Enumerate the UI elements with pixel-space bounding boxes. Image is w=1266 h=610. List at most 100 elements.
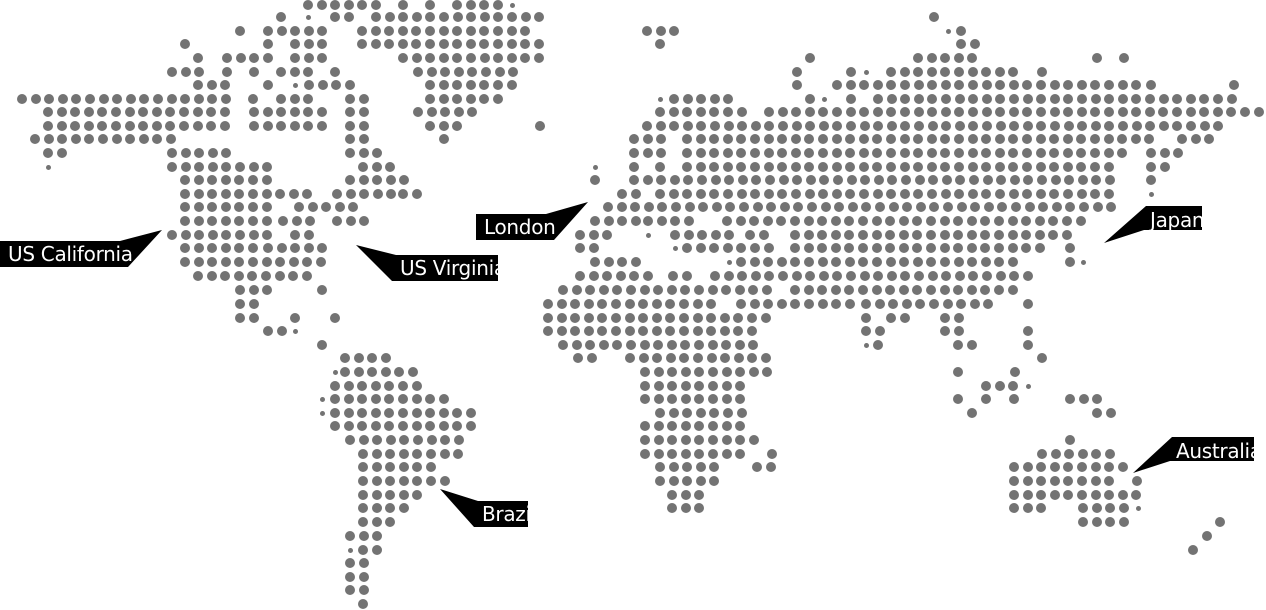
map-dot <box>194 230 204 240</box>
map-dot <box>262 202 272 212</box>
map-dot <box>681 367 691 377</box>
map-dot <box>766 462 776 472</box>
map-dot <box>611 299 621 309</box>
map-dot <box>739 202 749 212</box>
map-dot <box>750 162 760 172</box>
map-dot <box>534 12 544 22</box>
map-dot <box>640 340 650 350</box>
map-dot <box>669 94 679 104</box>
map-dot <box>398 408 408 418</box>
map-dot <box>873 340 883 350</box>
map-dot <box>221 189 231 199</box>
map-dot <box>1008 216 1018 226</box>
map-dot <box>57 107 67 117</box>
map-dot <box>682 462 692 472</box>
map-dot <box>346 189 356 199</box>
map-dot <box>1022 189 1032 199</box>
map-dot <box>111 107 121 117</box>
map-dot <box>995 80 1005 90</box>
map-dot <box>916 202 926 212</box>
map-dot <box>914 271 924 281</box>
map-dot <box>759 230 769 240</box>
map-dot <box>290 94 300 104</box>
map-dot <box>1049 148 1059 158</box>
map-dot <box>317 121 327 131</box>
map-dot <box>983 175 993 185</box>
map-dot <box>570 299 580 309</box>
map-dot <box>929 202 939 212</box>
map-dot <box>317 285 327 295</box>
map-dot <box>994 230 1004 240</box>
map-dot <box>617 216 627 226</box>
map-dot <box>1036 148 1046 158</box>
map-dot <box>558 340 568 350</box>
map-dot <box>694 490 704 500</box>
map-dot <box>1106 408 1116 418</box>
map-dot <box>682 243 692 253</box>
map-dot <box>994 216 1004 226</box>
map-dot <box>970 202 980 212</box>
map-dot <box>221 94 231 104</box>
map-dot <box>305 216 315 226</box>
map-dot <box>670 175 680 185</box>
map-dot <box>671 202 681 212</box>
label-london[interactable]: London <box>474 200 590 242</box>
map-dot <box>927 80 937 90</box>
map-dot <box>193 121 203 131</box>
label-us-virginia[interactable]: US Virginia <box>354 243 506 283</box>
map-dot <box>1145 107 1155 117</box>
label-us-california[interactable]: US California <box>0 228 164 269</box>
map-dot <box>98 134 108 144</box>
map-dot <box>844 285 854 295</box>
map-dot <box>1240 107 1250 117</box>
map-dot <box>927 107 937 117</box>
map-dot <box>1118 462 1128 472</box>
label-brazil[interactable]: Brazil <box>438 487 536 529</box>
map-dot <box>1077 121 1087 131</box>
map-dot <box>926 230 936 240</box>
map-dot <box>981 381 991 391</box>
map-dot <box>439 80 449 90</box>
map-dot <box>602 271 612 281</box>
map-dot <box>290 53 300 63</box>
map-dot <box>276 12 286 22</box>
label-japan[interactable]: Japan <box>1102 204 1205 245</box>
map-dot <box>262 285 272 295</box>
map-dot <box>806 175 816 185</box>
map-dot <box>764 243 774 253</box>
map-dot <box>384 39 394 49</box>
map-dot <box>1172 94 1182 104</box>
map-dot <box>1118 107 1128 117</box>
map-dot <box>1049 189 1059 199</box>
map-dot <box>1104 476 1114 486</box>
map-dot <box>398 421 408 431</box>
map-dot <box>872 216 882 226</box>
map-dot <box>899 285 909 295</box>
map-dot <box>736 257 746 267</box>
map-dot <box>290 107 300 117</box>
map-dot <box>625 299 635 309</box>
map-dot <box>440 67 450 77</box>
label-australia[interactable]: Australia <box>1131 435 1262 475</box>
map-dot <box>345 558 355 568</box>
map-dot <box>290 26 300 36</box>
map-dot <box>439 26 449 36</box>
map-dot <box>384 381 394 391</box>
map-dot <box>1009 80 1019 90</box>
map-dot <box>412 490 422 500</box>
map-dot <box>398 394 408 404</box>
map-dot <box>724 230 734 240</box>
map-dot <box>412 12 422 22</box>
map-dot <box>625 353 635 363</box>
map-dot <box>1021 230 1031 240</box>
map-dot <box>194 257 204 267</box>
map-dot <box>234 189 244 199</box>
map-dot <box>900 134 910 144</box>
map-dot <box>520 39 530 49</box>
map-dot <box>330 408 340 418</box>
map-dot <box>43 121 53 131</box>
map-dot <box>995 107 1005 117</box>
map-dot <box>412 476 422 486</box>
map-dot <box>1131 107 1141 117</box>
label-text: Japan <box>1150 208 1205 232</box>
